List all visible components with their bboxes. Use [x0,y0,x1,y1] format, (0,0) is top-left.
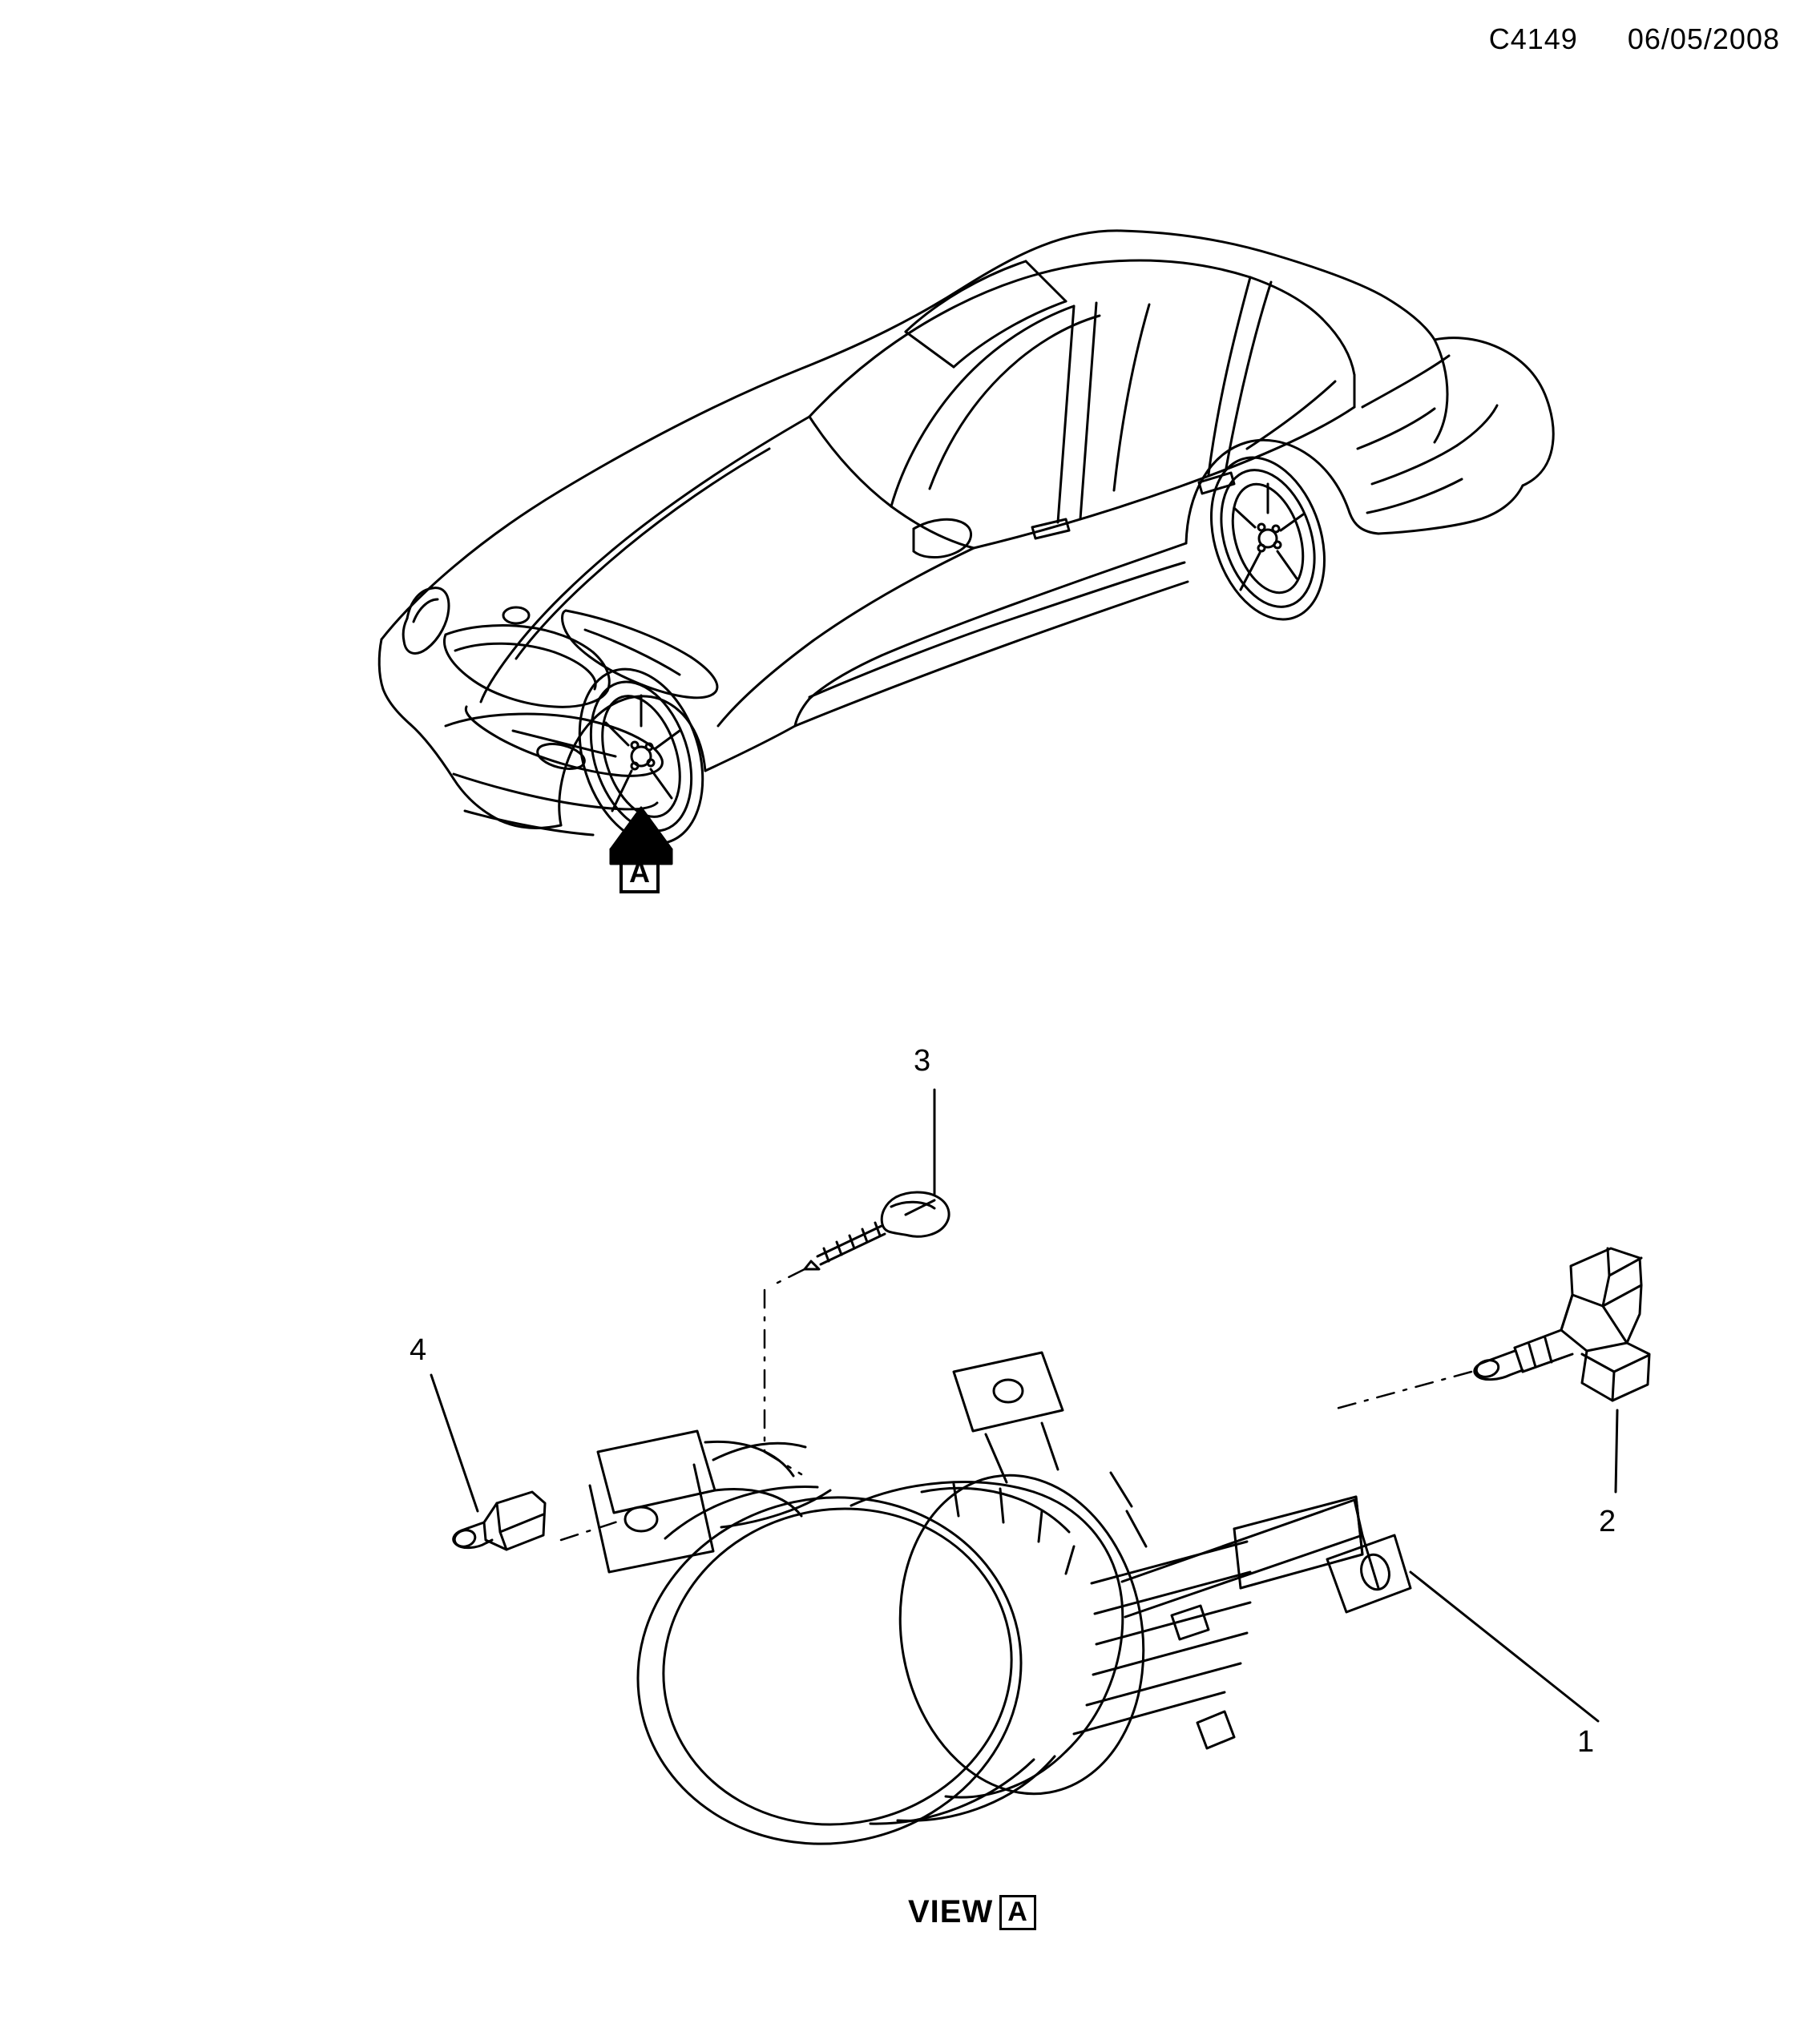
section-letter: A [619,853,660,893]
view-label: VIEW A [908,1894,1036,1930]
view-label-letter: A [999,1894,1036,1930]
part-adjuster [452,1490,547,1551]
drawing-date: 06/05/2008 [1627,22,1780,55]
leader-lines [430,1088,1619,1723]
assembly-center-lines [763,1268,1473,1476]
callout-1: 1 [1577,1725,1595,1759]
part-screw [803,1191,950,1271]
drawing-header: C4149 06/05/2008 [1489,22,1780,56]
rear-wheel [1209,456,1326,621]
vehicle-illustration [377,229,1555,845]
callout-2: 2 [1599,1505,1616,1538]
callout-4: 4 [410,1333,427,1367]
fog-lamp-detail [588,1351,1412,1845]
drawing-number: C4149 [1488,22,1578,55]
section-arrow-label: A [619,853,660,893]
callout-3: 3 [914,1044,931,1078]
front-wheel [578,667,704,845]
part-bulb-socket [1473,1247,1651,1402]
view-label-text: VIEW [908,1894,994,1929]
